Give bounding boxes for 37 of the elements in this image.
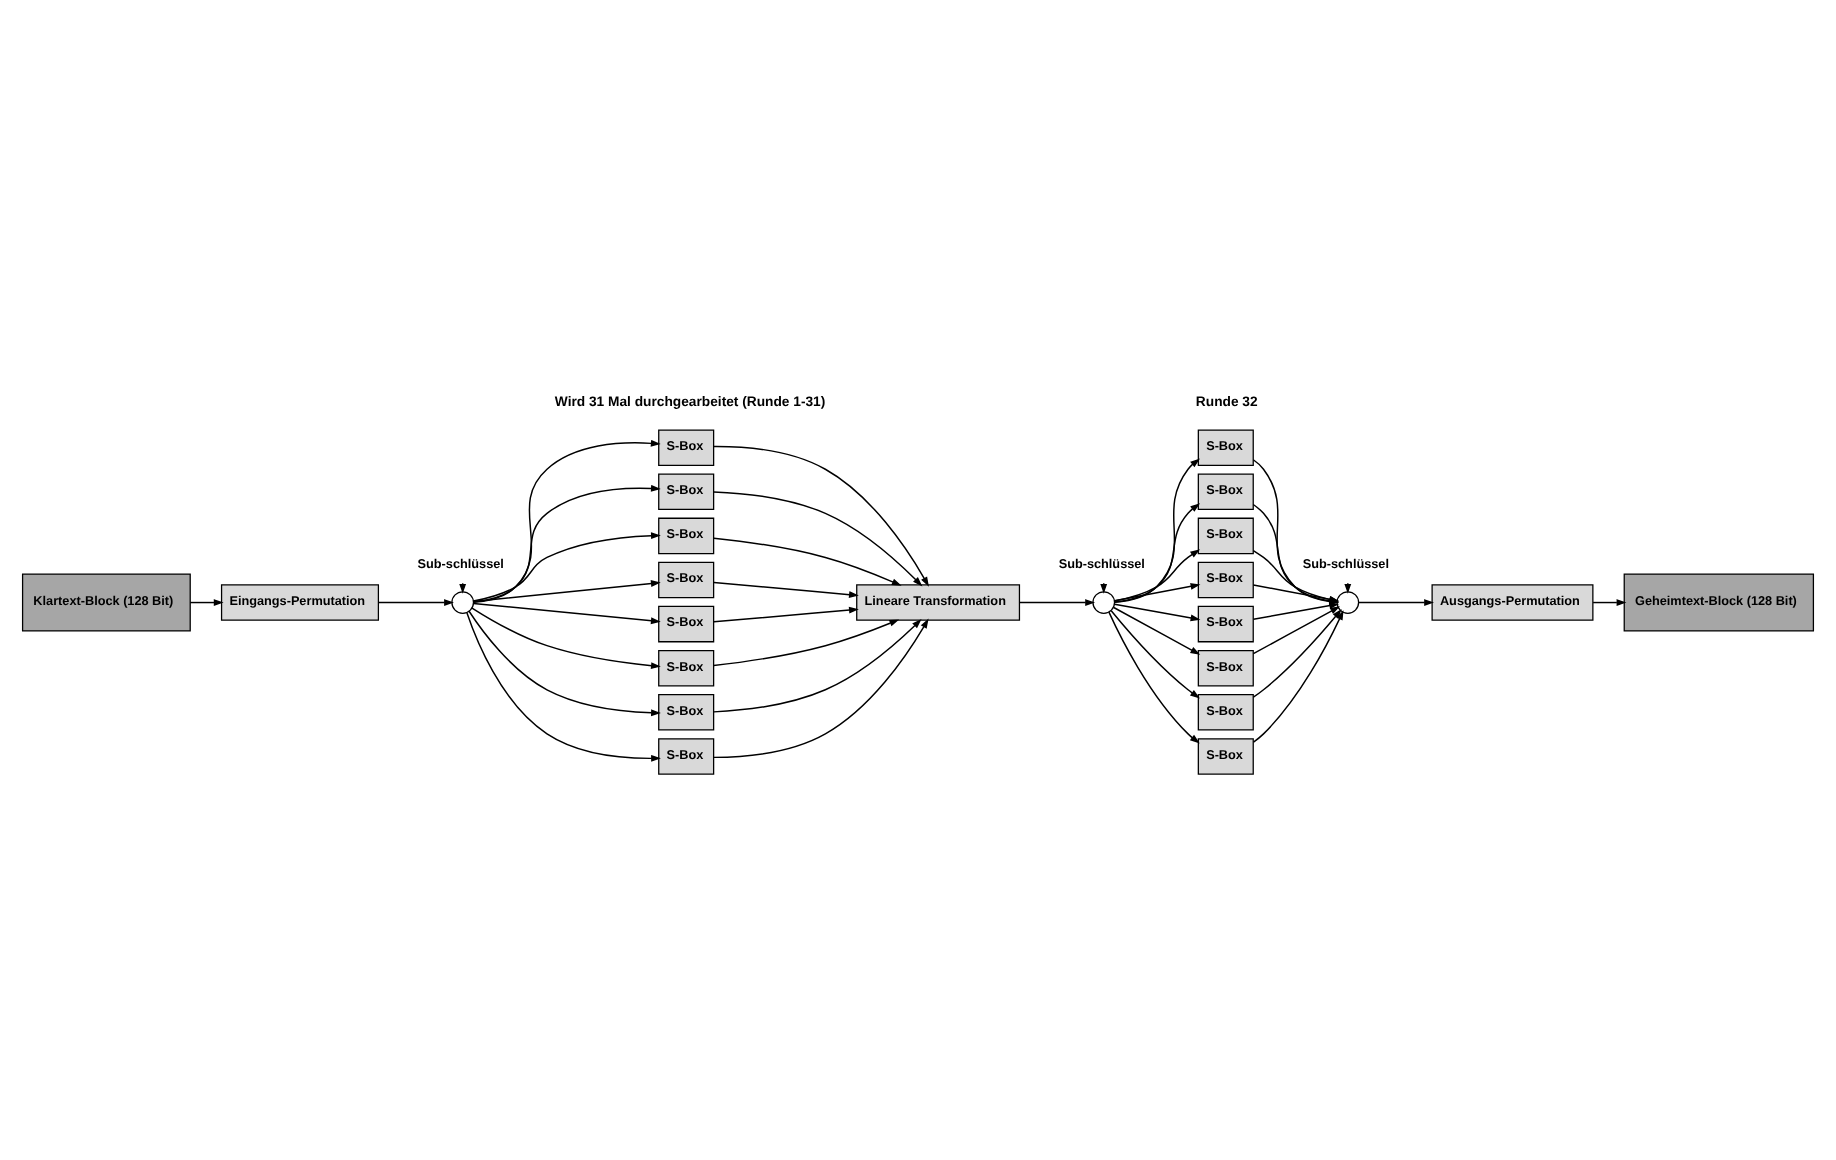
arrow <box>713 581 859 599</box>
arrow <box>1592 599 1627 606</box>
arrow <box>472 602 661 625</box>
arrow <box>1252 602 1340 621</box>
arrow <box>468 610 661 717</box>
arrow <box>712 445 929 587</box>
arrow <box>1252 606 1340 655</box>
node-circle <box>1092 591 1116 614</box>
arrow <box>712 618 929 759</box>
arrow <box>1113 458 1200 604</box>
arrow <box>1114 503 1201 603</box>
arrow <box>472 439 661 604</box>
arrow <box>1113 603 1201 622</box>
arrow <box>713 606 859 623</box>
arrow <box>1110 609 1200 699</box>
arrow <box>1018 599 1096 606</box>
arrow <box>713 619 900 667</box>
arrow <box>1344 582 1352 594</box>
arrow <box>377 599 454 606</box>
arrow <box>472 484 661 603</box>
node-circle <box>1336 591 1360 614</box>
node-circle <box>451 591 475 614</box>
arrow <box>466 612 661 762</box>
arrow <box>1108 611 1200 744</box>
arrow <box>472 532 661 602</box>
arrow <box>189 599 224 606</box>
arrow <box>1113 549 1201 602</box>
arrow <box>713 537 902 586</box>
arrow <box>1252 610 1344 743</box>
arrow <box>1113 583 1201 602</box>
arrow <box>713 491 923 587</box>
arrow <box>471 607 661 670</box>
arrow <box>1358 599 1434 606</box>
arrow <box>1113 606 1201 655</box>
arrow <box>472 580 661 603</box>
arrow <box>713 618 922 713</box>
arrow <box>1252 608 1342 698</box>
